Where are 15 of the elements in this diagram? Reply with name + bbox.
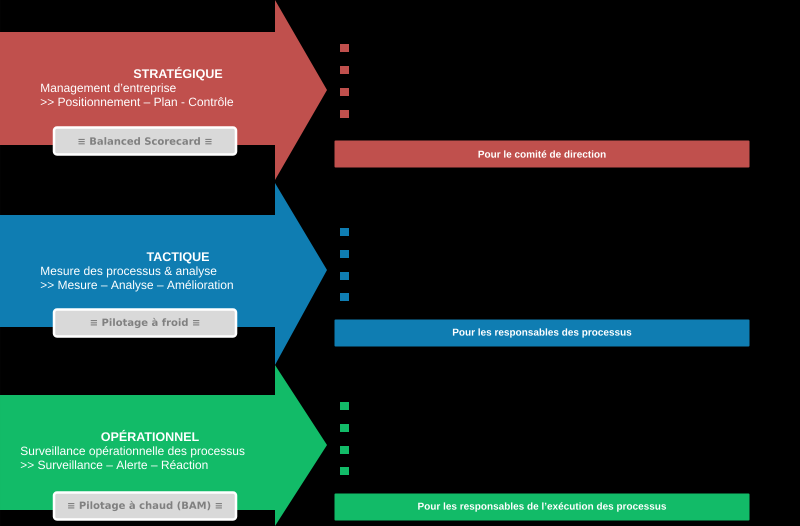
audience-bar: Pour les responsables des processus [334,320,750,346]
band-title: OPÉRATIONNEL [101,430,199,442]
audience-bar: Pour le comité de direction [334,140,750,168]
tool-badge: ≡ Pilotage à chaud (BAM) ≡ [52,491,238,521]
band-text: Management d’entreprise [41,83,176,94]
band-text: >> Positionnement – Plan - Contrôle [40,97,234,106]
band-text: Surveillance opérationnelle des processus [20,446,245,458]
band-title: TACTIQUE [146,252,209,264]
audience-bar: Pour les responsables de l’exécution des processus [334,494,750,520]
band-text: >> Surveillance – Alerte – Réaction [20,460,208,470]
band-title: STRATÉGIQUE [134,66,222,80]
tool-badge: ≡ Balanced Scorecard ≡ [52,126,238,156]
band-text: Mesure des processus & analyse [41,266,216,278]
band-text: >> Mesure – Analyse – Amélioration [40,280,233,292]
tool-badge: ≡ Pilotage à froid ≡ [52,308,238,338]
